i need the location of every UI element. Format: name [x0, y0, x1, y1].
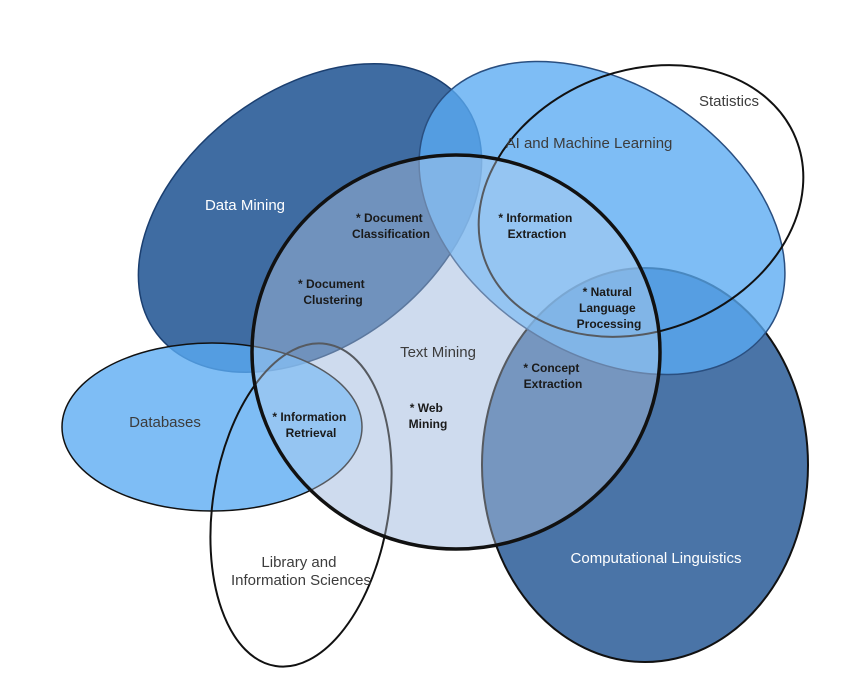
label-ai-machine-learning: AI and Machine Learning — [506, 135, 673, 152]
label-text-mining: Text Mining — [400, 344, 476, 361]
library-information-sciences-ellipse — [209, 342, 393, 668]
statistics-ellipse — [477, 64, 805, 338]
label-document-clustering: * Document Clustering — [298, 277, 368, 307]
label-concept-extraction: * Concept Extraction — [523, 361, 582, 391]
label-information-extraction: * Information Extraction — [498, 211, 575, 241]
label-statistics: Statistics — [699, 93, 759, 110]
label-natural-language-processing: * Natural Language Processing — [577, 285, 642, 331]
label-web-mining: * Web Mining — [409, 401, 448, 431]
label-document-classification: * Document Classification — [352, 211, 430, 241]
label-computational-linguistics: Computational Linguistics — [571, 550, 742, 567]
label-data-mining: Data Mining — [205, 197, 285, 214]
label-library-information-sciences: Library and Information Sciences — [231, 554, 371, 589]
label-databases: Databases — [129, 414, 201, 431]
text-mining-circle — [250, 153, 662, 551]
label-information-retrieval: * Information Retrieval — [272, 410, 349, 440]
